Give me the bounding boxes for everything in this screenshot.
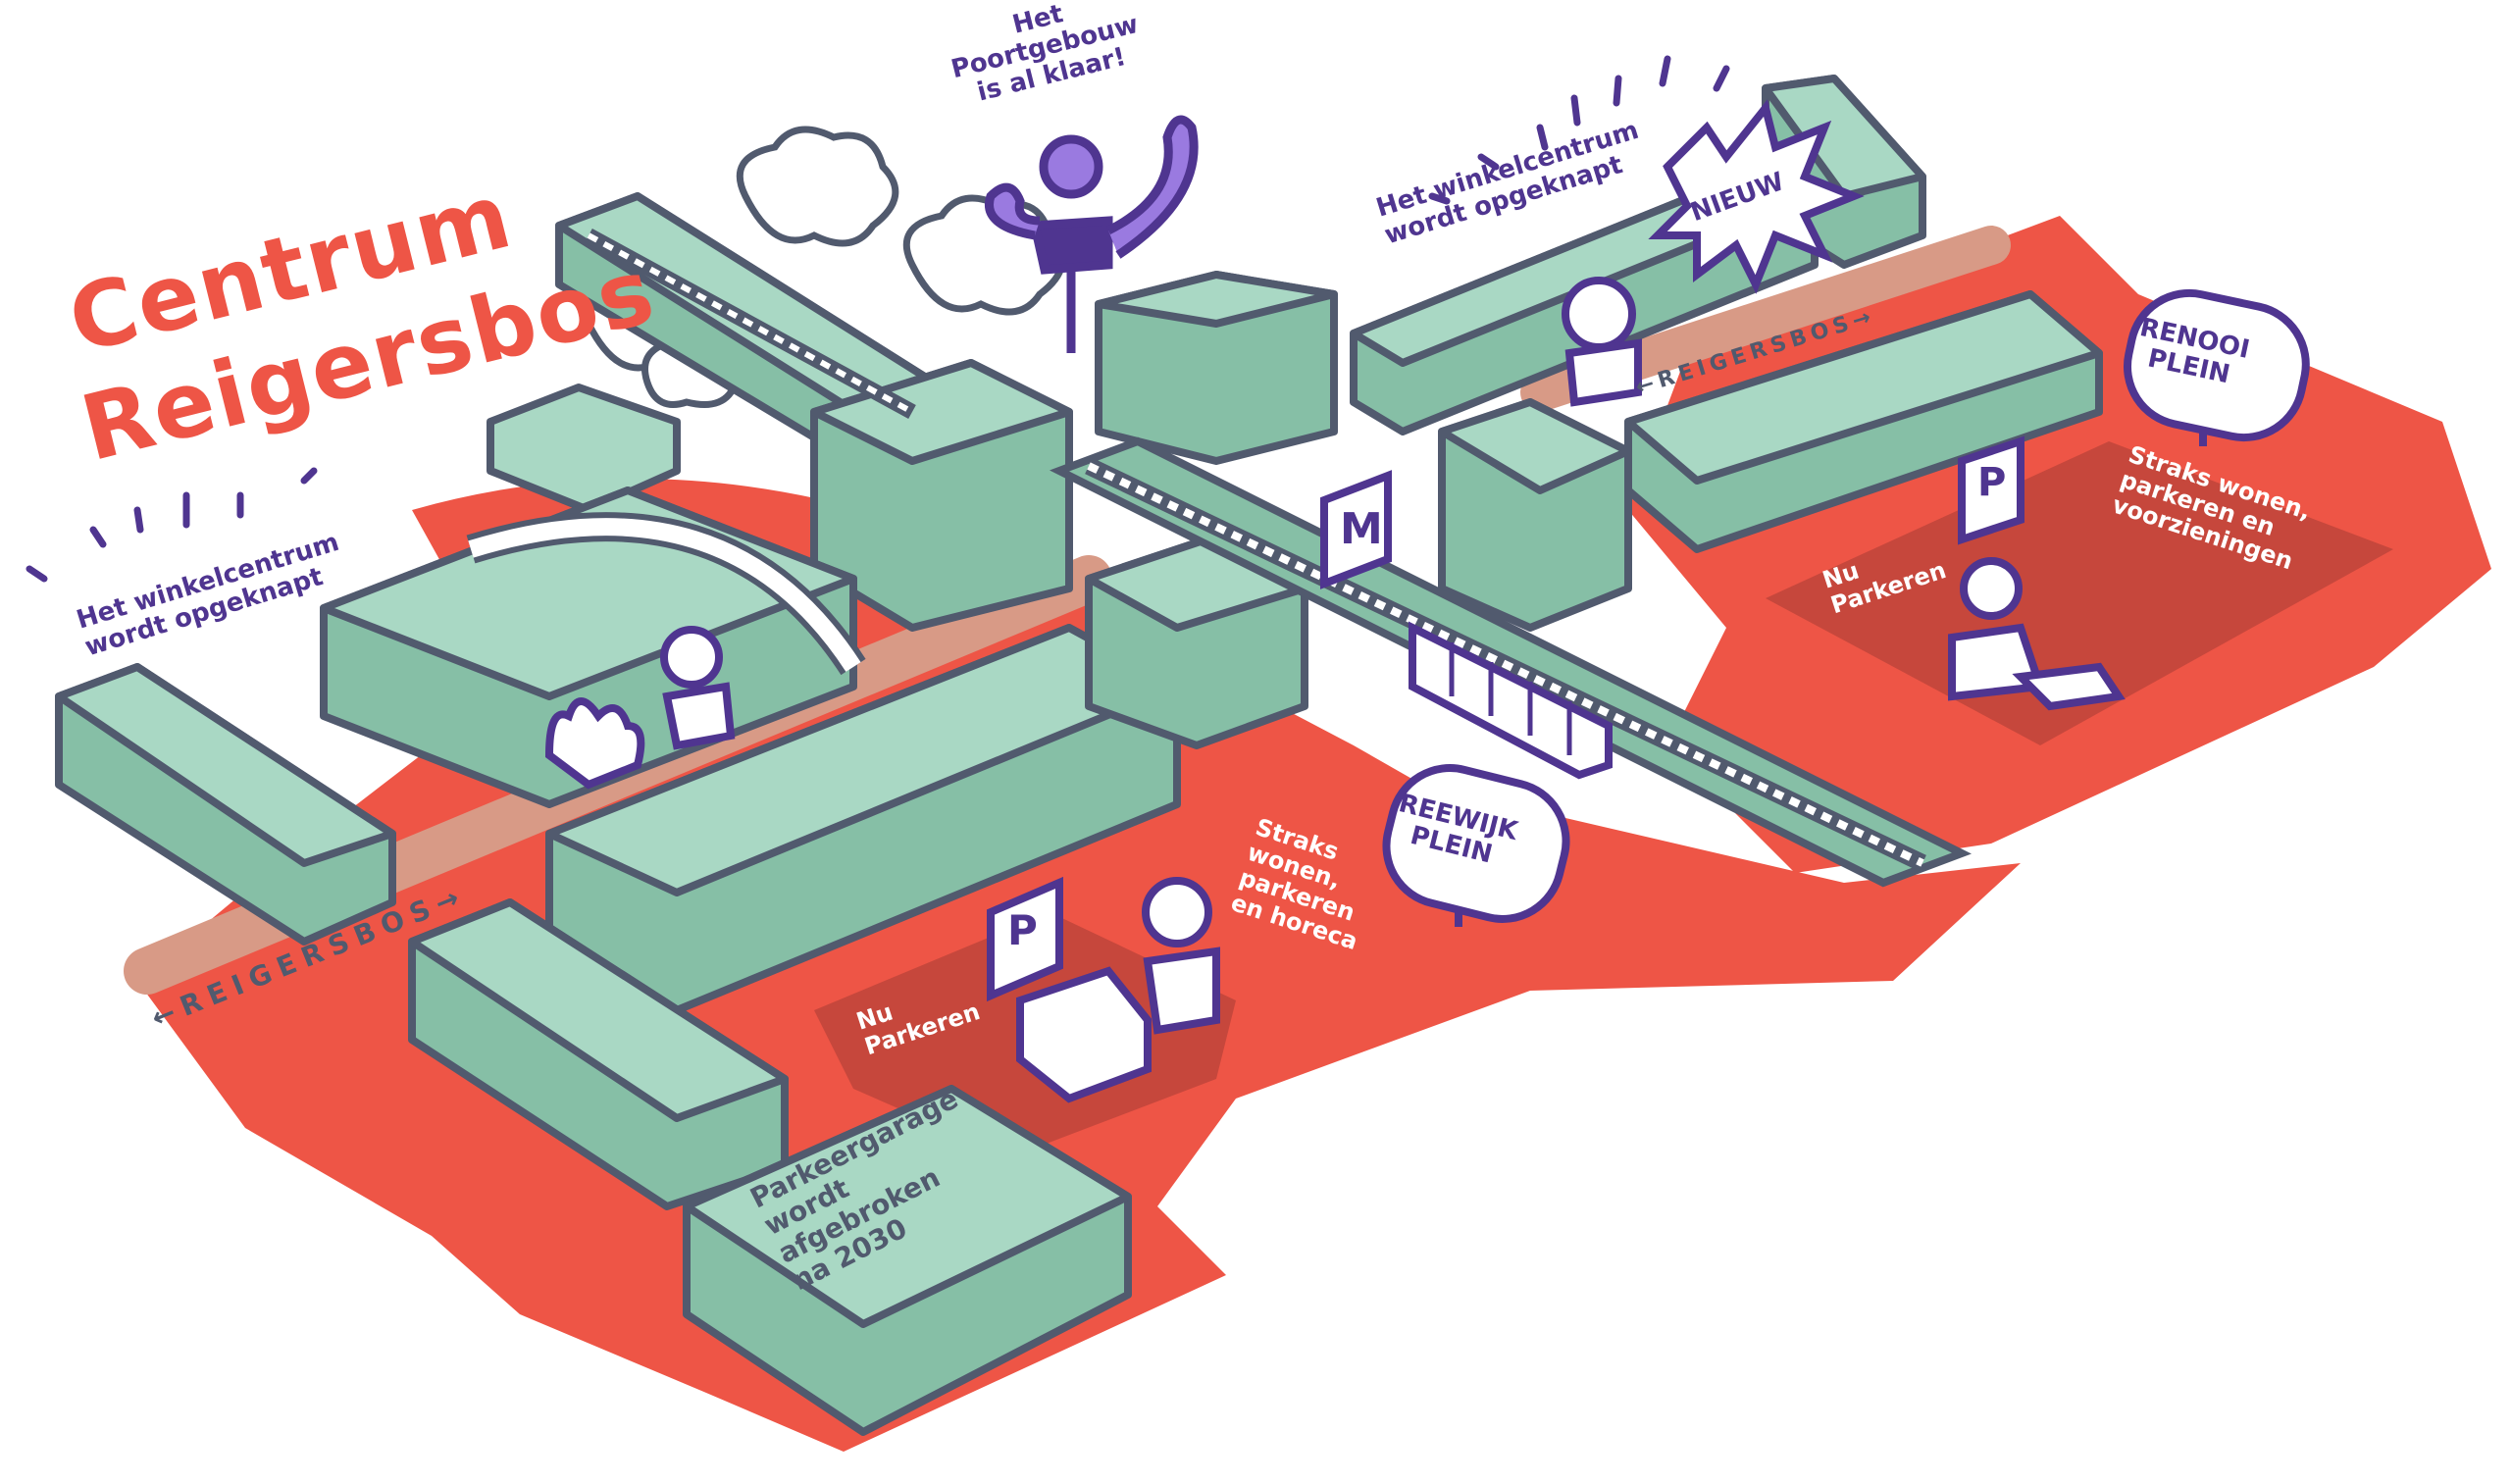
building-winkelcentrum-south [545,526,1308,1014]
excitement-marks [26,55,1730,583]
strongman-figure [985,115,1199,353]
parking-sign-east: P [1977,460,2007,505]
parking-sign-west-shape [987,876,1063,1002]
building-parkeergarage [683,1085,1132,1436]
parking-sign-east-shape [1958,435,2024,545]
figure-center-head [660,626,723,689]
reewijk-bubble [1382,764,1570,923]
parking-sign-west: P [1007,906,1038,954]
metro-train [1409,621,1613,780]
figure-center-body [662,682,736,750]
workers [544,277,2126,1103]
plot-renooi [1766,441,2393,745]
rail-sleepers [1087,462,1924,867]
worker-west-body [1143,947,1220,1035]
tree-cluster-2 [736,126,899,247]
place-sign-bubbles [1382,288,2310,927]
curved-arrow-fill [468,518,861,672]
figure-east-head [1562,277,1636,351]
renooi-bubble [2123,288,2310,442]
wheelbarrow [1016,966,1152,1103]
worker-east-shovel [2012,662,2126,711]
metro-sign [1320,470,1392,589]
building-west-row [408,898,789,1210]
nieuw-starburst [1648,99,1865,294]
worker-east-head [1960,557,2023,620]
parking-signs [987,435,2024,1002]
metro-sign-letter: M [1340,504,1383,554]
figure-east-body [1564,338,1642,407]
building-central [810,271,1338,632]
hand-sign [544,697,645,790]
buildings [55,75,2103,1436]
rail-sleepers-north [587,232,914,415]
building-east-large [1438,290,2103,632]
worker-west-head [1142,877,1212,947]
